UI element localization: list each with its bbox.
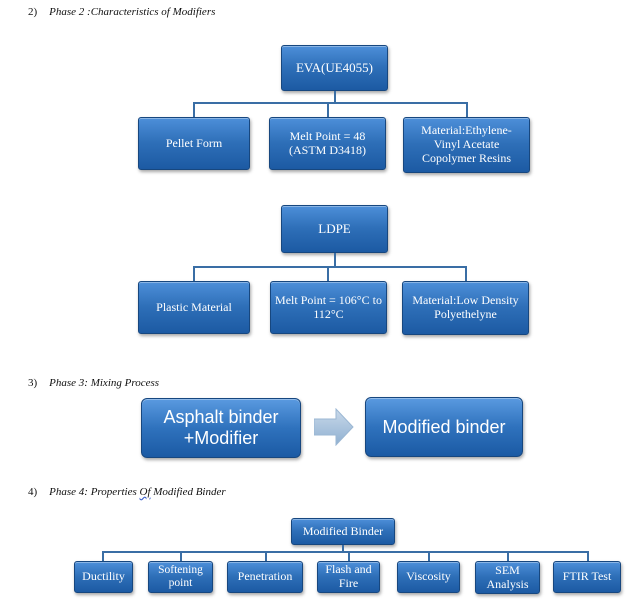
- eva-child-node: Material:Ethylene-Vinyl Acetate Copolyme…: [403, 117, 530, 173]
- property-node: Viscosity: [397, 561, 460, 593]
- mixing-input-node: Asphalt binder +Modifier: [141, 398, 301, 458]
- properties-connector-drop: [507, 551, 509, 561]
- phase-title: Phase 3: Mixing Process: [49, 377, 160, 389]
- ldpe-connector-stem: [334, 253, 336, 267]
- eva-root-node: EVA(UE4055): [281, 45, 388, 91]
- properties-connector-drop: [428, 551, 430, 561]
- property-node: Penetration: [227, 561, 303, 593]
- properties-connector-stem: [342, 545, 344, 552]
- ldpe-root-node: LDPE: [281, 205, 388, 253]
- ldpe-child-node: Material:Low Density Polyethelyne: [402, 281, 529, 335]
- properties-connector-bar: [102, 551, 589, 553]
- ldpe-child-node: Melt Point = 106°C to 112°C: [270, 281, 387, 334]
- eva-connector-bar: [193, 102, 468, 104]
- ldpe-connector-drop: [465, 266, 467, 281]
- eva-connector-drop: [327, 102, 329, 117]
- phase-3-heading: 3) Phase 3: Mixing Process: [28, 377, 159, 389]
- phase-title-end: Modified Binder: [150, 486, 226, 498]
- phase-number: 4): [28, 486, 38, 498]
- property-node: SEM Analysis: [475, 561, 540, 594]
- property-node: FTIR Test: [553, 561, 621, 593]
- eva-connector-drop: [193, 102, 195, 117]
- ldpe-connector-drop: [327, 266, 329, 281]
- phase-number: 3): [28, 377, 38, 389]
- eva-connector-drop: [466, 102, 468, 117]
- eva-child-node: Pellet Form: [138, 117, 250, 170]
- properties-connector-drop: [102, 551, 104, 561]
- ldpe-child-node: Plastic Material: [138, 281, 250, 334]
- eva-connector-stem: [334, 91, 336, 103]
- properties-connector-drop: [180, 551, 182, 561]
- property-node: Ductility: [74, 561, 133, 593]
- phase-title-typo: Of: [139, 486, 151, 498]
- right-arrow-icon: [314, 408, 354, 446]
- property-node: Flash and Fire: [317, 561, 380, 593]
- phase-title: Phase 2 :Characteristics of Modifiers: [49, 6, 216, 18]
- ldpe-connector-bar: [193, 266, 467, 268]
- properties-connector-drop: [587, 551, 589, 561]
- phase-title-start: Phase 4: Properties: [49, 486, 140, 498]
- eva-child-node: Melt Point = 48 (ASTM D3418): [269, 117, 386, 170]
- properties-connector-drop: [265, 551, 267, 561]
- phase-2-heading: 2) Phase 2 :Characteristics of Modifiers: [28, 6, 215, 18]
- property-node: Softening point: [148, 561, 213, 593]
- phase-number: 2): [28, 6, 38, 18]
- properties-root-node: Modified Binder: [291, 518, 395, 545]
- phase-4-heading: 4) Phase 4: Properties Of Modified Binder: [28, 486, 226, 498]
- properties-connector-drop: [348, 551, 350, 561]
- ldpe-connector-drop: [193, 266, 195, 281]
- mixing-output-node: Modified binder: [365, 397, 523, 457]
